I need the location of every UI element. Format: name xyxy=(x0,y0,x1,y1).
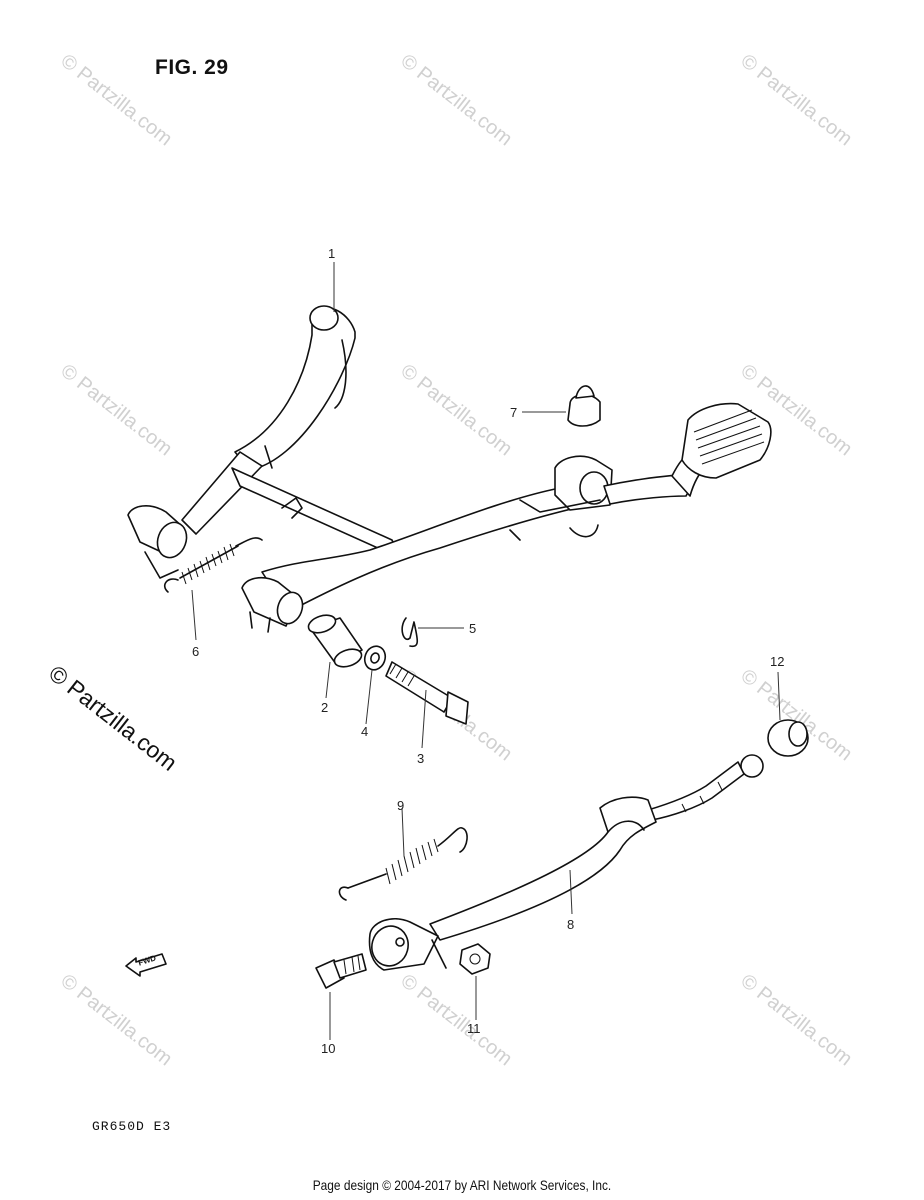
model-code: GR650D E3 xyxy=(92,1119,172,1134)
side-stand-bolt xyxy=(315,953,367,989)
side-stand-spring xyxy=(338,826,468,901)
forward-arrow-icon xyxy=(125,953,167,977)
page-footer: Page design © 2004-2017 by ARI Network S… xyxy=(312,1177,612,1193)
pivot-bolt xyxy=(385,661,469,725)
callout-3: 3 xyxy=(417,751,425,766)
spacer-collar xyxy=(307,614,363,668)
center-stand-frame xyxy=(127,305,772,633)
callout-8: 8 xyxy=(567,917,575,932)
callout-4: 4 xyxy=(361,724,369,739)
callout-12: 12 xyxy=(770,654,785,669)
leader-lines xyxy=(191,262,781,1040)
callout-7: 7 xyxy=(510,405,518,420)
callout-11: 11 xyxy=(467,1021,481,1036)
rubber-grip xyxy=(767,719,809,757)
callout-2: 2 xyxy=(321,700,329,715)
callout-9: 9 xyxy=(397,798,405,813)
callout-6: 6 xyxy=(192,644,200,659)
callout-1: 1 xyxy=(328,246,336,261)
hex-nut xyxy=(459,943,491,975)
cotter-pin xyxy=(401,617,419,648)
callout-10: 10 xyxy=(321,1041,336,1056)
washer xyxy=(363,645,387,671)
callout-5: 5 xyxy=(469,621,477,636)
figure-title: FIG. 29 xyxy=(155,56,229,79)
stand-spring-upper xyxy=(163,537,263,593)
rubber-stopper xyxy=(567,385,601,427)
side-stand xyxy=(368,754,764,971)
